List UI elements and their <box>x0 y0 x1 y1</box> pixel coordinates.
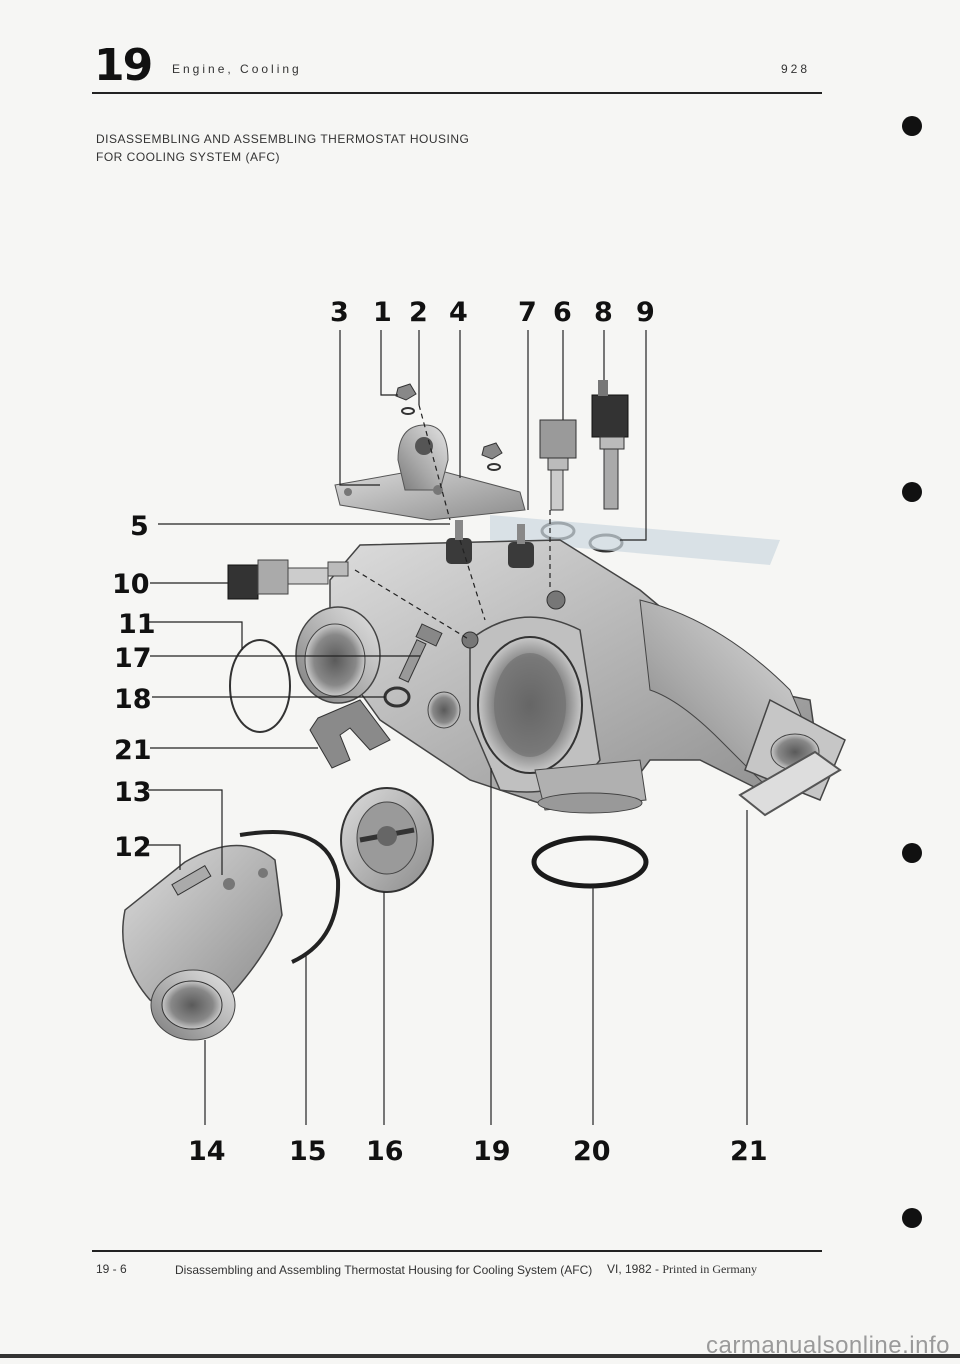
callout-21-left: 21 <box>114 735 152 766</box>
cover-o-ring <box>239 830 341 964</box>
callout-9: 9 <box>636 297 655 328</box>
footer-divider <box>92 1250 822 1252</box>
footer-description: Disassembling and Assembling Thermostat … <box>175 1263 593 1277</box>
page-number: 19 - 6 <box>96 1262 127 1276</box>
callout-21-bottom: 21 <box>730 1136 768 1167</box>
punch-hole <box>902 482 922 502</box>
section-title: Engine, Cooling <box>172 62 302 76</box>
temperature-switch <box>591 380 629 510</box>
gasket <box>738 750 842 817</box>
nut-and-washer <box>395 383 503 471</box>
callout-16: 16 <box>366 1136 404 1167</box>
header-divider <box>92 92 822 94</box>
page-title: DISASSEMBLING AND ASSEMBLING THERMOSTAT … <box>96 130 469 166</box>
page-title-line1: DISASSEMBLING AND ASSEMBLING THERMOSTAT … <box>96 132 470 146</box>
callout-18: 18 <box>114 684 152 715</box>
model-number: 928 <box>780 62 810 76</box>
cover-bolt <box>171 864 212 896</box>
leader-lines <box>148 330 748 1125</box>
thermostat <box>340 787 434 893</box>
callout-10: 10 <box>112 569 150 600</box>
page-title-line2: FOR COOLING SYSTEM (AFC) <box>96 150 281 164</box>
bolt <box>398 623 443 683</box>
retaining-clip <box>309 699 391 769</box>
punch-hole <box>902 116 922 136</box>
punch-hole <box>902 1208 922 1228</box>
callout-17: 17 <box>114 643 152 674</box>
o-ring <box>229 639 291 733</box>
footer-date: VI, 1982 - Printed in Germany <box>607 1262 757 1277</box>
mounting-bracket <box>334 424 526 521</box>
callout-5: 5 <box>130 511 149 542</box>
callout-8: 8 <box>594 297 613 328</box>
callout-4: 4 <box>449 297 468 328</box>
callout-12: 12 <box>114 832 152 863</box>
seal-ring-large <box>531 835 649 889</box>
callout-11: 11 <box>118 609 156 640</box>
callout-3: 3 <box>330 297 349 328</box>
callout-13: 13 <box>114 777 152 808</box>
temperature-sensor <box>539 419 577 511</box>
callout-19: 19 <box>473 1136 511 1167</box>
callout-20: 20 <box>573 1136 611 1167</box>
callout-14: 14 <box>188 1136 226 1167</box>
punch-hole <box>902 843 922 863</box>
bottom-edge <box>0 1354 960 1358</box>
housing-cover <box>122 844 283 1041</box>
footer-date-text: VI, 1982 - <box>607 1262 660 1276</box>
callout-7: 7 <box>518 297 537 328</box>
callout-15: 15 <box>289 1136 327 1167</box>
thermostat-housing <box>295 539 846 814</box>
callout-2: 2 <box>409 297 428 328</box>
coolant-sensor <box>227 559 349 600</box>
callout-1: 1 <box>373 297 392 328</box>
printed-in: Printed in Germany <box>662 1262 758 1276</box>
callout-6: 6 <box>553 297 572 328</box>
section-number: 19 <box>94 40 153 91</box>
